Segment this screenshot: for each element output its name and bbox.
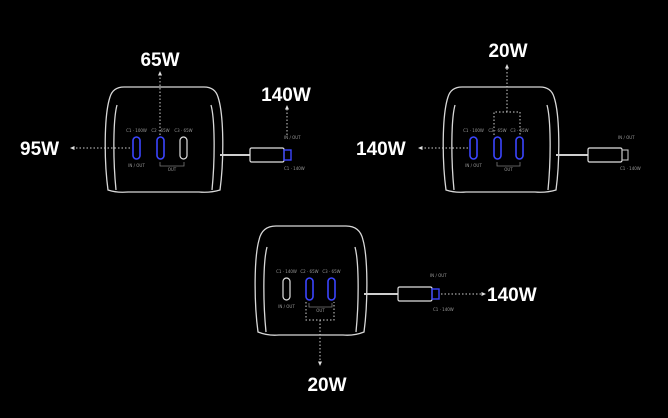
cable-tip (431, 288, 440, 300)
cable-top-label: IN / OUT (430, 273, 447, 278)
cable-bottom-label: C1 · 140W (620, 166, 641, 171)
port-c1 (282, 277, 291, 301)
callout-20w: 20W (307, 375, 346, 396)
cable-plug (397, 286, 433, 302)
cable-top-label: IN / OUT (284, 135, 301, 140)
charger-body (104, 86, 224, 193)
port-label: C3 · 65W (174, 128, 192, 133)
out-label: OUT (504, 167, 513, 172)
in-out-label: IN / OUT (278, 304, 295, 309)
port-c2 (493, 136, 502, 160)
callout-140w: 140W (261, 85, 311, 106)
port-c1 (469, 136, 478, 160)
port-label: C1 · 100W (463, 128, 484, 133)
cable-bottom-label: C1 · 140W (284, 166, 305, 171)
charger-handle (451, 104, 551, 191)
port-c1 (132, 136, 141, 160)
port-c3 (515, 136, 524, 160)
port-label: C1 · 100W (126, 128, 147, 133)
callout-65w: 65W (140, 50, 179, 71)
charger-handle (113, 104, 215, 191)
port-label: C2 · 65W (151, 128, 169, 133)
port-c2 (156, 136, 165, 160)
port-label: C3 · 65W (322, 269, 340, 274)
port-c3 (179, 136, 188, 160)
in-out-label: IN / OUT (465, 163, 482, 168)
callout-95w: 95W (20, 139, 59, 160)
cable-bottom-label: C1 · 140W (433, 307, 454, 312)
out-bracket (159, 162, 185, 167)
charger-body (442, 86, 560, 193)
port-label: C2 · 65W (300, 269, 318, 274)
charger-handle (263, 246, 359, 333)
callout-20w: 20W (488, 41, 527, 62)
panel-1: C1 · 100W C2 · 65W C3 · 65W IN / OUT OUT… (20, 50, 311, 193)
port-c2 (305, 277, 314, 301)
out-label: OUT (316, 308, 325, 313)
charger-body (254, 225, 368, 336)
port-label: C1 · 140W (276, 269, 297, 274)
panel-3: C1 · 140W C2 · 65W C3 · 65W IN / OUT OUT… (254, 225, 537, 396)
in-out-label: IN / OUT (128, 163, 145, 168)
port-c3 (327, 277, 336, 301)
out-label: OUT (168, 167, 177, 172)
callout-140w: 140W (487, 285, 537, 306)
port-label: C2 · 65W (488, 128, 506, 133)
out-bracket (308, 303, 333, 308)
cable-top-label: IN / OUT (618, 135, 635, 140)
callout-140w: 140W (356, 139, 406, 160)
cable-tip (621, 149, 629, 161)
cable-tip (283, 149, 292, 161)
panel-2: C1 · 100W C2 · 65W C3 · 65W IN / OUT OUT… (356, 41, 641, 193)
out-bracket (496, 162, 521, 167)
cable-plug (587, 147, 623, 163)
cable-plug (249, 147, 285, 163)
